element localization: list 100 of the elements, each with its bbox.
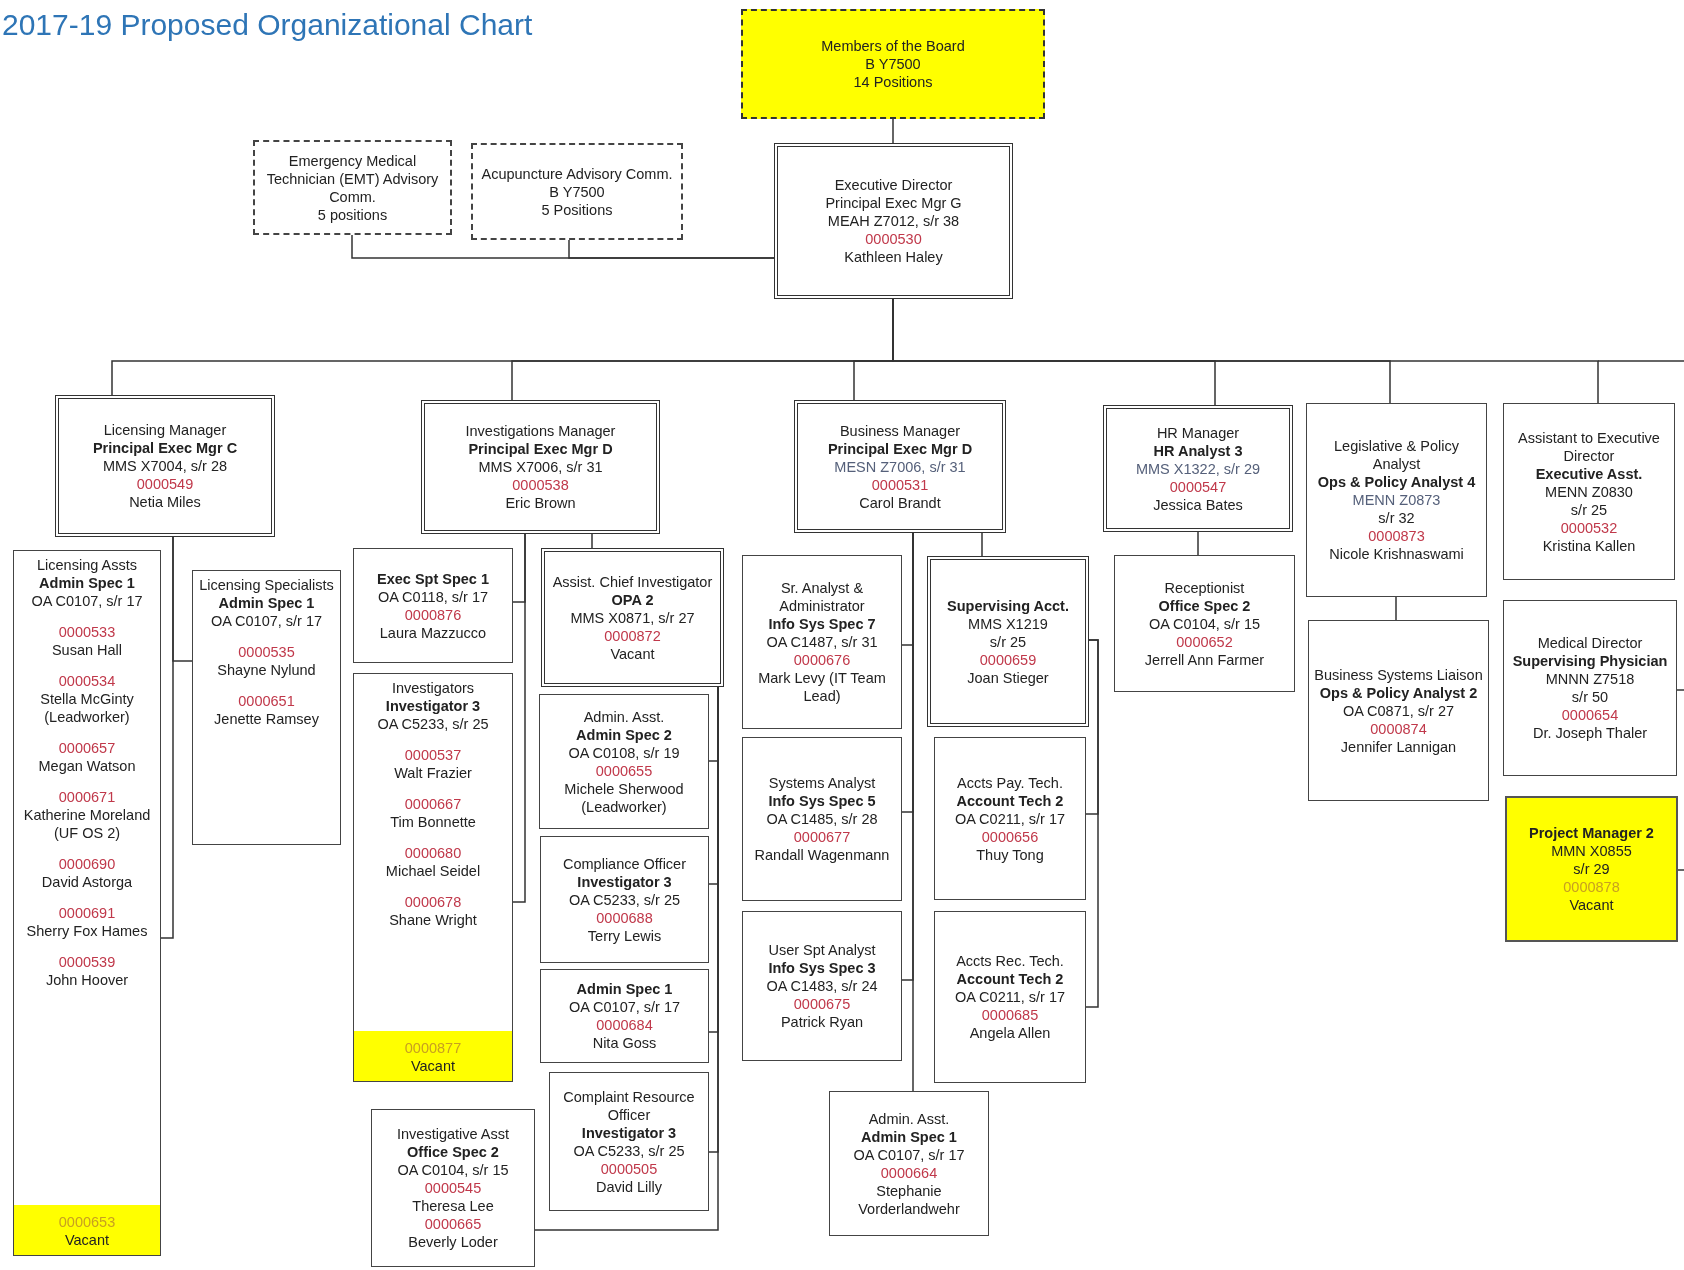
position-text: Medical Director bbox=[1536, 634, 1644, 652]
position-text: Nita Goss bbox=[591, 1034, 658, 1052]
position-number: 0000878 bbox=[1562, 878, 1621, 896]
position-number: 0000532 bbox=[1559, 518, 1619, 537]
position-text: Vacant bbox=[409, 1057, 457, 1075]
position-text: Kristina Kallen bbox=[1541, 536, 1637, 555]
position-number: 0000530 bbox=[864, 230, 923, 248]
position-box bbox=[934, 911, 1086, 1083]
position-text: OA C0118, s/r 17 bbox=[376, 587, 490, 606]
position-number: 0000671 bbox=[57, 788, 117, 806]
position-text: OA C0107, s/r 17 bbox=[852, 1145, 966, 1164]
position-text: Executive Director bbox=[833, 176, 954, 194]
position-text: Kathleen Haley bbox=[843, 248, 944, 266]
position-code: MMS X1322, s/r 29 bbox=[1134, 459, 1262, 478]
position-box bbox=[540, 969, 709, 1063]
position-text: OA C0211, s/r 17 bbox=[953, 988, 1067, 1006]
manager-box bbox=[541, 548, 724, 687]
position-box bbox=[540, 836, 709, 963]
connector-line bbox=[512, 533, 526, 903]
classification-title: Investigator 3 bbox=[384, 697, 482, 715]
position-number: 0000676 bbox=[792, 651, 852, 669]
position-box bbox=[742, 555, 902, 729]
position-text: Carol Brandt bbox=[858, 493, 942, 512]
position-text: Complaint Resource Officer bbox=[562, 1087, 696, 1124]
position-box bbox=[371, 1109, 535, 1267]
position-box bbox=[539, 694, 709, 829]
position-text: MMS X0871, s/r 27 bbox=[569, 608, 696, 627]
position-text: Assist. Chief Investigator bbox=[551, 572, 714, 591]
position-text: Patrick Ryan bbox=[779, 1013, 865, 1031]
classification-title: Exec Spt Spec 1 bbox=[376, 569, 490, 588]
classification-title: Executive Asst. bbox=[1534, 464, 1644, 483]
position-text: Eric Brown bbox=[504, 494, 577, 512]
position-text: HR Manager bbox=[1155, 423, 1241, 442]
position-text: Business Manager bbox=[838, 421, 962, 440]
position-text: Shayne Nylund bbox=[216, 661, 317, 679]
position-number: 0000534 bbox=[57, 672, 117, 690]
position-text: MEAH Z7012, s/r 38 bbox=[826, 212, 961, 230]
position-number: 0000535 bbox=[237, 643, 296, 661]
position-text: Dr. Joseph Thaler bbox=[1531, 724, 1649, 742]
position-box bbox=[1308, 620, 1489, 801]
position-number: 0000691 bbox=[57, 904, 117, 922]
classification-title: Supervising Physician bbox=[1511, 652, 1669, 670]
position-number: 0000659 bbox=[978, 650, 1038, 669]
position-text: OA C0104, s/r 15 bbox=[1147, 614, 1262, 633]
position-text: Megan Watson bbox=[37, 757, 137, 775]
position-text: 5 Positions bbox=[540, 200, 614, 219]
position-text: Business Systems Liaison bbox=[1313, 665, 1484, 684]
classification-title: Account Tech 2 bbox=[955, 791, 1065, 810]
position-text: Investigations Manager bbox=[464, 422, 617, 440]
manager-box bbox=[55, 395, 275, 537]
position-text: Accts Pay. Tech. bbox=[956, 773, 1064, 792]
position-box bbox=[742, 911, 902, 1061]
position-number: 0000655 bbox=[594, 761, 654, 780]
position-text: 14 Positions bbox=[852, 73, 934, 91]
position-text: Licensing Assts bbox=[36, 556, 138, 574]
position-text: s/r 29 bbox=[1572, 860, 1611, 878]
connector-line bbox=[568, 239, 775, 259]
position-text: Vacant bbox=[1568, 896, 1615, 914]
position-text: Acupuncture Advisory Comm. bbox=[480, 164, 674, 183]
position-text: Sherry Fox Hames bbox=[25, 922, 149, 940]
classification-title: Ops & Policy Analyst 2 bbox=[1318, 683, 1479, 702]
manager-box bbox=[774, 143, 1013, 299]
connector-line bbox=[591, 533, 593, 549]
position-text: Jenette Ramsey bbox=[213, 710, 320, 728]
position-number: 0000675 bbox=[792, 995, 852, 1013]
position-text: s/r 25 bbox=[988, 632, 1028, 651]
position-code: MESN Z7006, s/r 31 bbox=[833, 457, 967, 476]
position-text: David Lilly bbox=[594, 1177, 664, 1196]
classification-title: HR Analyst 3 bbox=[1152, 441, 1244, 460]
position-number: 0000680 bbox=[403, 844, 463, 862]
position-number: 0000657 bbox=[57, 739, 117, 757]
position-text: OA C1485, s/r 28 bbox=[765, 810, 879, 828]
position-text: Jerrell Ann Farmer bbox=[1143, 650, 1266, 669]
position-text: OA C0108, s/r 19 bbox=[567, 743, 681, 762]
position-text: Tim Bonnette bbox=[389, 813, 477, 831]
position-number: 0000505 bbox=[599, 1159, 659, 1178]
position-text: OA C0107, s/r 17 bbox=[209, 612, 324, 630]
position-number: 0000538 bbox=[511, 476, 570, 494]
classification-title: Info Sys Spec 5 bbox=[767, 792, 877, 810]
position-text: Sr. Analyst & Administrator bbox=[778, 579, 866, 615]
position-text: Vacant bbox=[609, 644, 656, 663]
position-text: Vacant bbox=[63, 1231, 111, 1249]
classification-title: Office Spec 2 bbox=[1157, 596, 1252, 615]
position-text: MMS X7004, s/r 28 bbox=[101, 457, 229, 475]
position-box bbox=[1114, 555, 1295, 692]
position-number: 0000531 bbox=[870, 475, 930, 494]
position-box bbox=[742, 737, 902, 901]
position-text: User Spt Analyst bbox=[767, 941, 877, 959]
position-text: Principal Exec Mgr G bbox=[824, 194, 963, 212]
classification-title: Admin Spec 2 bbox=[575, 725, 673, 744]
classification-title: Investigator 3 bbox=[580, 1123, 678, 1142]
position-text: Accts Rec. Tech. bbox=[955, 952, 1065, 970]
classification-title: Info Sys Spec 3 bbox=[767, 959, 877, 977]
position-text: Mark Levy (IT Team Lead) bbox=[757, 669, 887, 705]
position-text: Emergency Medical Technician (EMT) Advisory Comm. bbox=[265, 151, 440, 206]
position-number: 0000873 bbox=[1367, 527, 1426, 545]
connector-line bbox=[1676, 689, 1684, 691]
position-number: 0000652 bbox=[1175, 632, 1234, 651]
position-box bbox=[13, 550, 161, 1256]
position-text: Admin. Asst. bbox=[867, 1109, 951, 1128]
